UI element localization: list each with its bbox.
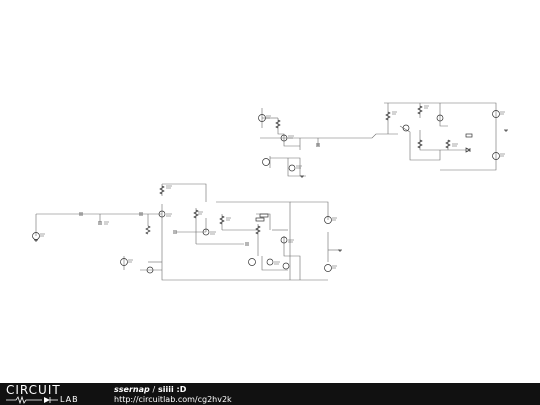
footer-bar: CIRCUIT LAB ssernap / siiii :D http://ci… (0, 383, 540, 405)
schematic-canvas (32, 102, 508, 281)
component-annotations (40, 105, 505, 269)
voltage-source-icon (492, 110, 500, 118)
resistor-icon (145, 225, 151, 235)
resistor-icon (385, 111, 391, 121)
resistor-icon (219, 215, 225, 225)
resistor-icon (159, 185, 165, 195)
components (32, 105, 508, 274)
author-name[interactable]: ssernap (114, 385, 150, 394)
probe-icon (259, 213, 269, 218)
capacitor-icon (173, 230, 177, 234)
logo-diode-icon (6, 396, 58, 404)
resistor-icon (255, 225, 261, 235)
voltage-source-icon (258, 114, 266, 122)
project-url[interactable]: http://circuitlab.com/cg2hv2k (114, 395, 232, 404)
voltage-source-icon (262, 158, 270, 166)
probe-icon (465, 133, 473, 138)
capacitor-icon (316, 143, 320, 147)
transistor-icon (146, 266, 154, 274)
transistor-icon (288, 164, 296, 172)
project-name: siiii :D (158, 385, 187, 394)
transistor-icon (436, 114, 444, 122)
capacitor-icon (245, 242, 249, 246)
transistor-icon (202, 228, 210, 236)
logo-bottom-text: LAB (60, 395, 79, 404)
transistor-icon (158, 210, 166, 218)
ground-icon (34, 239, 38, 242)
resistor-icon (417, 139, 423, 149)
logo-top-text: CIRCUIT (6, 383, 61, 397)
voltage-source-icon (120, 258, 128, 266)
ground-icon (300, 175, 304, 178)
wires (35, 102, 497, 281)
project-title: ssernap / siiii :D (114, 385, 186, 394)
voltage-source-icon (32, 232, 40, 240)
voltage-source-icon (324, 216, 332, 224)
probe-icon (255, 217, 265, 222)
circuitlab-logo[interactable]: CIRCUIT LAB (6, 384, 106, 404)
resistor-icon (417, 105, 423, 115)
voltage-source-icon (492, 152, 500, 160)
led-icon (465, 147, 471, 153)
transistor-icon (266, 258, 274, 266)
transistor-icon (280, 236, 288, 244)
voltage-source-icon (248, 258, 256, 266)
resistor-icon (193, 209, 199, 219)
resistor-icon (445, 139, 451, 149)
title-separator: / (152, 385, 156, 394)
transistor-icon (402, 124, 410, 132)
resistor-icon (275, 119, 281, 129)
capacitor-icon (98, 221, 102, 225)
ground-icon (338, 249, 342, 252)
transistor-icon (282, 262, 290, 270)
capacitor-icon (79, 212, 83, 216)
ground-icon (504, 129, 508, 132)
capacitor-icon (139, 212, 143, 216)
voltage-source-icon (324, 264, 332, 272)
transistor-icon (280, 134, 288, 142)
